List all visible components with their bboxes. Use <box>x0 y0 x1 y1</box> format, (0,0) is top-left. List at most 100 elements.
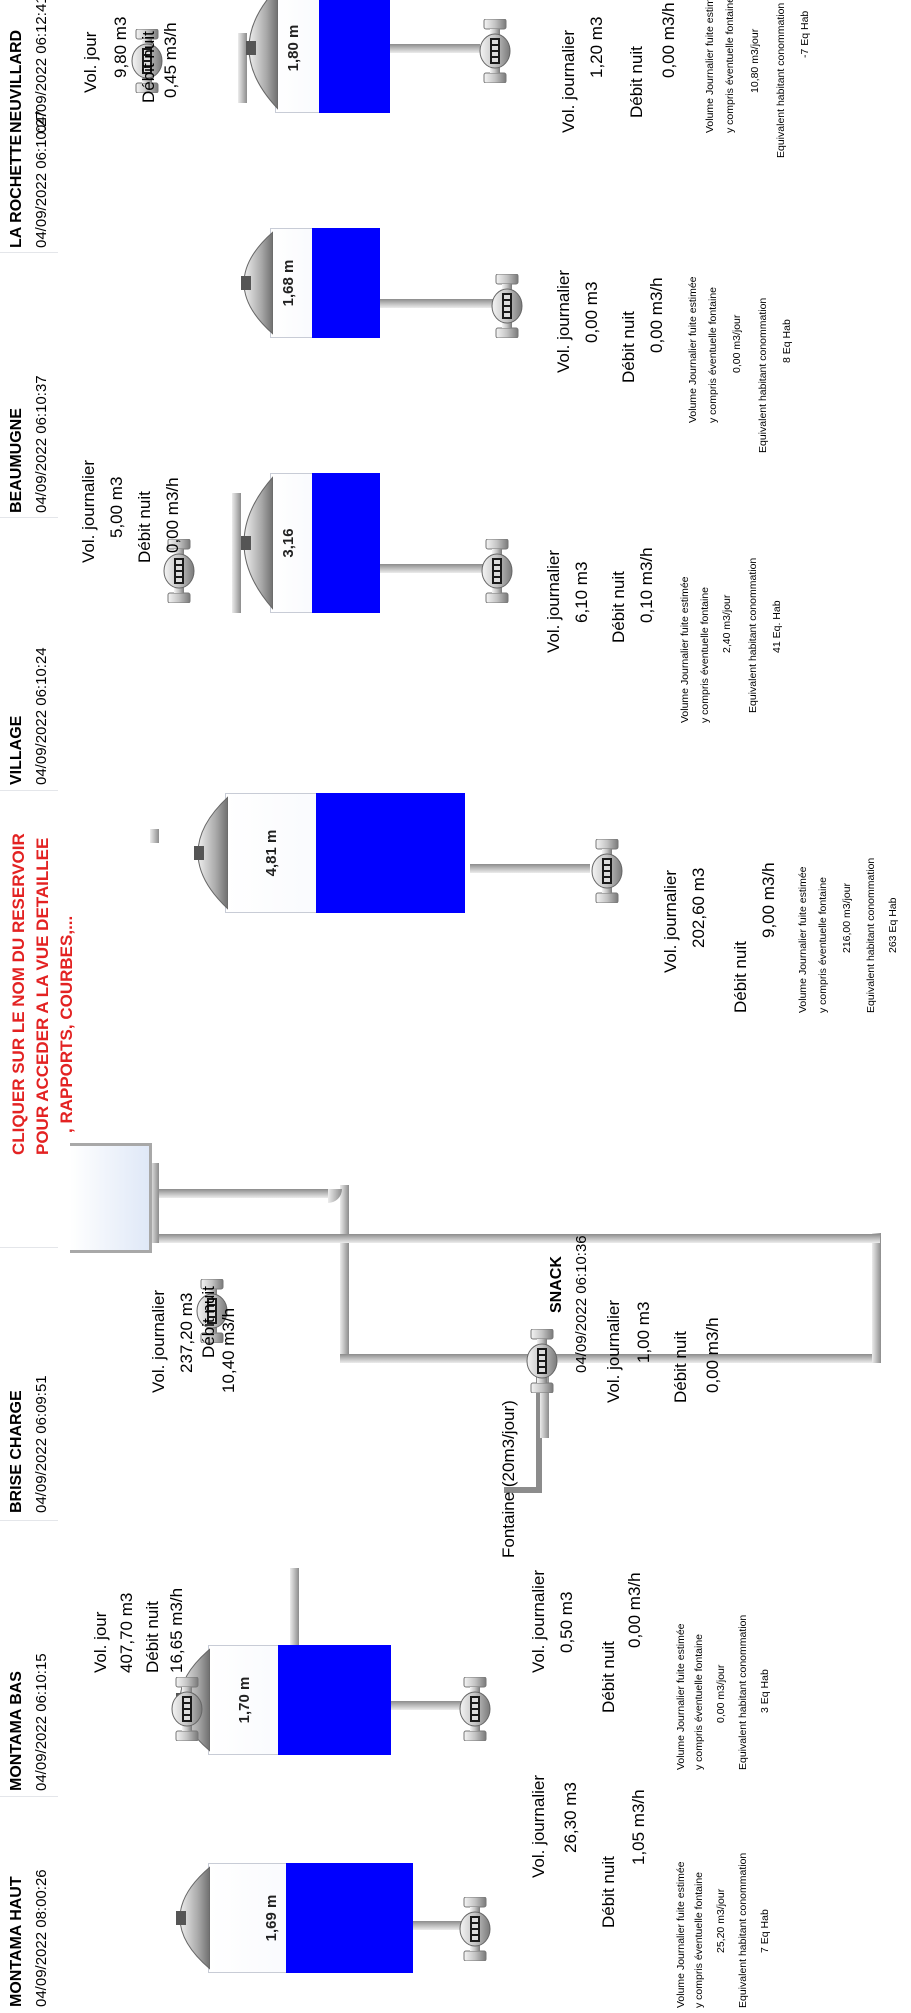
tank-level: 1,69 m <box>263 1894 280 1942</box>
debit-value: 0,00 m3/h <box>703 1317 722 1393</box>
flow-meter-icon[interactable] <box>478 19 512 83</box>
station-title-la-rochette[interactable]: LA ROCHETTE <box>8 134 25 248</box>
in-vol-label: Vol. journalier <box>79 459 98 563</box>
eq-label: Equivalent habitant conommation <box>737 1614 749 1770</box>
flow-meter-icon[interactable] <box>458 1677 492 1741</box>
tank-fill <box>285 1863 413 1973</box>
in-debit-value: 0,00 m3/h <box>163 477 182 553</box>
leak-label: Volume Journalier fuite estimée <box>797 866 809 1014</box>
vol-value: 0,00 m3 <box>582 281 601 343</box>
station-title-brise-charge[interactable]: BRISE CHARGE <box>8 1390 25 1513</box>
debit-value: 0,00 m3/h <box>659 2 678 78</box>
leak-label-2: y compris éventuelle fontaine <box>707 287 719 423</box>
instruction-line-3: , RAPPORTS, COURBES,... <box>57 915 76 1133</box>
pipe <box>470 864 590 873</box>
pipe <box>340 1185 349 1363</box>
debit-label: Débit nuit <box>731 941 750 1013</box>
tank-fill <box>311 473 380 613</box>
station-title-montama-haut[interactable]: MONTAMA HAUT <box>8 1876 25 2007</box>
vol-label: Vol. journalier <box>661 869 680 973</box>
pipe <box>412 1921 462 1930</box>
tank-fill <box>277 1645 391 1755</box>
tank-dome-icon <box>246 0 278 111</box>
vol-label: Vol. journalier <box>544 549 563 653</box>
vol-value: 237,20 m3 <box>177 1292 196 1373</box>
debit-value: 0,00 m3/h <box>647 277 666 353</box>
flow-meter-icon[interactable] <box>590 839 624 903</box>
in-vol-label: Vol. jour <box>91 1611 110 1673</box>
leak-label-2: y compris éventuelle fontaine <box>693 1634 705 1770</box>
debit-value: 0,00 m3/h <box>625 1572 644 1648</box>
vol-label: Vol. journalier <box>529 1774 548 1878</box>
debit-value: 10,40 m3/h <box>219 1307 238 1393</box>
leak-value: 0,00 m3/jour <box>715 1664 727 1723</box>
debit-label: Débit nuit <box>609 571 628 643</box>
flow-meter-icon[interactable] <box>458 1897 492 1961</box>
leak-label-2: y compris éventuelle fontaine <box>817 877 829 1013</box>
station-title-beaumugne[interactable]: BEAUMUGNE <box>8 408 25 513</box>
instruction-line-1: CLIQUER SUR LE NOM DU RESERVOIR <box>9 833 28 1155</box>
brise-charge-basin[interactable] <box>70 1143 152 1253</box>
pipe <box>152 1189 332 1198</box>
vol-value: 1,20 m3 <box>587 16 606 78</box>
station-title-montama-bas[interactable]: MONTAMA BAS <box>8 1671 25 1791</box>
flow-meter-icon[interactable] <box>490 274 524 338</box>
pipe <box>390 1701 462 1710</box>
flow-meter-icon[interactable] <box>170 1677 204 1741</box>
tank-level: 4,81 m <box>263 829 280 877</box>
station-datetime: 04/09/2022 06:09:51 <box>33 1375 50 1513</box>
leak-label-2: y compris éventuelle fontaine <box>724 0 736 133</box>
eq-value: 8 Eq Hab <box>781 319 793 363</box>
debit-label: Débit nuit <box>627 46 646 118</box>
tank-fill <box>318 0 390 113</box>
leak-label: Volume Journalier fuite estimée <box>679 576 691 724</box>
eq-value: 7 Eq Hab <box>759 1909 771 1953</box>
tank-level: 3,16 <box>280 528 297 558</box>
tank-dome-icon <box>194 795 228 911</box>
vol-value: 1,00 m3 <box>634 1301 653 1363</box>
tank-montama-haut[interactable]: 1,69 m <box>208 1863 413 1973</box>
tank-neuvillard[interactable]: 1,80 m <box>275 0 390 113</box>
tank-dome-icon <box>241 230 273 336</box>
pipe <box>150 829 159 843</box>
header-separator <box>0 1247 58 1248</box>
leak-label: Volume Journalier fuite estimée <box>687 276 699 424</box>
eq-value: 41 Eq. Hab <box>771 600 783 653</box>
flow-meter-icon[interactable] <box>525 1329 559 1393</box>
leak-value: 10,80 m3/jour <box>749 28 761 93</box>
tank-montama-bas[interactable]: 1,70 m <box>208 1645 391 1755</box>
eq-label: Equivalent habitant conommation <box>757 297 769 453</box>
station-title-village[interactable]: VILLAGE <box>8 715 25 785</box>
leak-label: Volume Journalier fuite estimée <box>704 0 716 133</box>
vol-label: Vol. journalier <box>604 1299 623 1403</box>
eq-value: -7 Eq Hab <box>799 10 811 58</box>
station-title-snack[interactable]: SNACK <box>548 1256 565 1313</box>
eq-value: 3 Eq Hab <box>759 1669 771 1713</box>
eq-value: 263 Eq Hab <box>887 897 899 953</box>
station-datetime: 04/09/2022 06:10:36 <box>573 1235 590 1373</box>
eq-label: Equivalent habitant conommation <box>865 857 877 1013</box>
station-title-neuvillard[interactable]: NEUVILLARD <box>8 29 25 133</box>
tank-beaumugne[interactable]: 3,16 <box>270 473 380 613</box>
pipe <box>390 44 480 53</box>
station-datetime: 04/09/2022 06:10:24 <box>33 647 50 785</box>
debit-label: Débit nuit <box>599 1856 618 1928</box>
pipe <box>150 1234 880 1243</box>
debit-label: Débit nuit <box>599 1641 618 1713</box>
station-datetime: 04/09/2022 06:10:15 <box>33 1653 50 1791</box>
tank-level: 1,70 m <box>236 1676 253 1724</box>
debit-label: Débit nuit <box>619 311 638 383</box>
vol-label: Vol. journalier <box>554 269 573 373</box>
header-separator <box>0 1796 58 1797</box>
tank-fill <box>316 793 465 913</box>
station-datetime: 04/09/2022 06:10:37 <box>33 375 50 513</box>
leak-label-2: y compris éventuelle fontaine <box>693 1872 705 2008</box>
tank-la-rochette[interactable]: 1,68 m <box>270 228 380 338</box>
leak-label-2: y compris éventuelle fontaine <box>699 587 711 723</box>
flow-meter-icon[interactable] <box>480 539 514 603</box>
leak-value: 0,00 m3/jour <box>731 314 743 373</box>
tank-village[interactable]: 4,81 m <box>225 793 465 913</box>
in-vol-label: Vol. jour <box>81 31 100 93</box>
eq-label: Equivalent habitant conommation <box>747 557 759 713</box>
